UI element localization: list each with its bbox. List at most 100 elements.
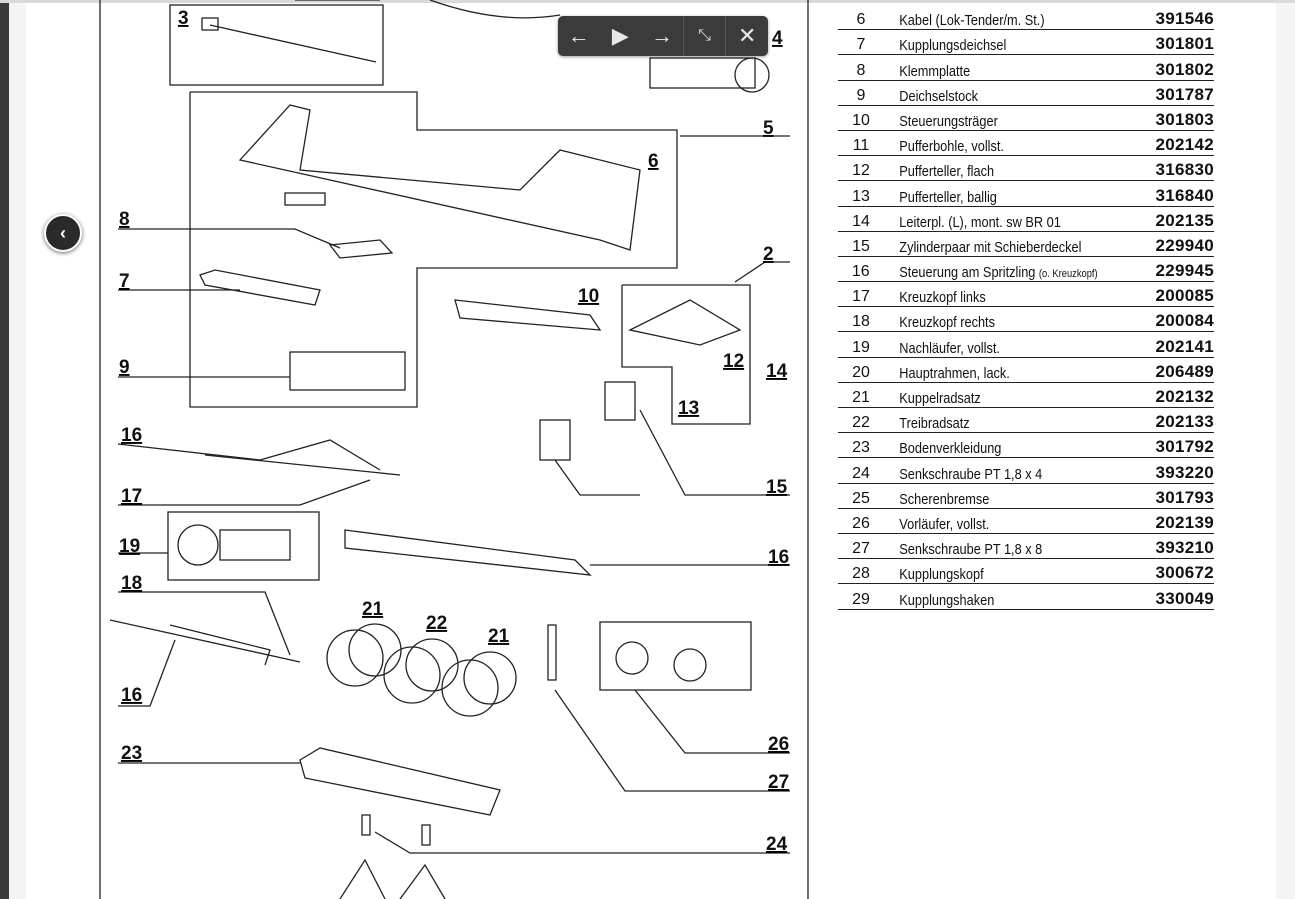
callout-label: 13 (678, 398, 699, 419)
close-icon: ✕ (737, 23, 757, 48)
part-name: Hauptrahmen, lack. (884, 365, 1097, 382)
back-button[interactable]: ‹ (44, 214, 82, 252)
part-name: Kuppelradsatz (884, 390, 1097, 407)
callout-label: 9 (119, 357, 130, 378)
article-number: 301803 (1155, 109, 1214, 129)
part-name: Deichselstock (884, 88, 1097, 105)
part-name-text: Kreuzkopf rechts (899, 314, 995, 332)
part-name: Nachläufer, vollst. (884, 340, 1097, 357)
callout-label: 27 (768, 772, 789, 793)
article-number: 391546 (1155, 9, 1214, 29)
parts-list-row: 18 Kreuzkopf rechts 200084 (838, 307, 1214, 333)
part-name-text: Deichselstock (899, 87, 978, 105)
part-name: Kupplungshaken (884, 592, 1097, 609)
box-part-19 (167, 511, 320, 581)
part-name: Bodenverkleidung (884, 440, 1097, 457)
part-number: 15 (852, 237, 870, 255)
article-number: 316840 (1155, 185, 1214, 205)
part-name-text: Klemmplatte (899, 62, 971, 80)
part-number: 20 (852, 363, 870, 381)
callout-label: 19 (119, 536, 140, 557)
part-number: 11 (852, 137, 870, 155)
part-number: 21 (852, 389, 870, 406)
article-number: 200085 (1155, 286, 1214, 306)
callout-label: 8 (119, 209, 130, 230)
part-number: 19 (852, 338, 870, 356)
part-name-text: Kuppelradsatz (899, 390, 981, 407)
part-name: Zylinderpaar mit Schieberdeckel (884, 239, 1097, 256)
previous-button[interactable]: ← (558, 16, 600, 56)
part-name-text: Pufferteller, ballig (899, 188, 997, 206)
part-name: Senkschraube PT 1,8 x 8 (884, 541, 1097, 558)
part-name: Steuerung am Spritzling (o. Kreuzkopf) (884, 264, 1097, 282)
collapse-icon: ⤡ (698, 27, 711, 44)
document-page (26, 0, 1276, 899)
play-slideshow-button[interactable]: ▶ (600, 16, 642, 56)
article-number: 200084 (1155, 311, 1214, 331)
callout-label: 12 (723, 351, 744, 372)
part-name-text: Kupplungshaken (899, 591, 995, 609)
article-number: 229945 (1155, 261, 1214, 281)
callout-label: 16 (121, 685, 142, 706)
article-number: 202135 (1155, 210, 1214, 230)
part-name-text: Kupplungskopf (899, 566, 984, 584)
box-frame (189, 91, 678, 408)
part-name-text: Hauptrahmen, lack. (899, 364, 1010, 382)
part-name-text: Steuerungsträger (899, 112, 998, 130)
part-name-text: Steuerung am Spritzling (898, 264, 1035, 282)
close-button[interactable]: ✕ (725, 16, 768, 56)
box-part-26 (599, 621, 752, 691)
part-number: 12 (852, 162, 870, 180)
callout-label: 22 (426, 613, 447, 634)
part-name-text: Pufferteller, flach (899, 163, 995, 181)
part-number: 18 (852, 313, 870, 331)
part-name: Leiterpl. (L), mont. sw BR 01 (884, 214, 1097, 231)
part-number: 28 (852, 565, 870, 583)
callout-label: 2 (763, 244, 774, 265)
article-number: 206489 (1155, 361, 1214, 381)
left-edge-bar (0, 0, 9, 899)
exit-fullscreen-button[interactable]: ⤡ (682, 16, 726, 56)
callout-label: 17 (121, 486, 142, 507)
part-name-text: Kreuzkopf links (899, 289, 986, 307)
part-number: 26 (852, 514, 870, 532)
part-number: 7 (856, 36, 866, 54)
part-name: Pufferteller, flach (884, 163, 1097, 180)
part-name: Kupplungskopf (884, 566, 1097, 583)
part-number: 9 (856, 86, 866, 104)
callout-label: 4 (772, 28, 783, 49)
callout-label: 10 (578, 286, 599, 307)
play-icon: ▶ (611, 23, 629, 48)
parts-list-row: 20 Hauptrahmen, lack. 206489 (838, 358, 1214, 383)
part-name-text: Scherenbremse (899, 490, 990, 508)
callout-label: 18 (121, 573, 142, 594)
callout-label: 6 (648, 151, 659, 172)
part-name: Kreuzkopf links (884, 289, 1097, 306)
part-name: Senkschraube PT 1,8 x 4 (884, 466, 1097, 483)
part-number: 23 (852, 439, 870, 457)
next-button[interactable]: → (641, 16, 683, 56)
part-name-text: Zylinderpaar mit Schieberdeckel (899, 238, 1082, 256)
part-name-text: Leiterpl. (L), mont. sw BR 01 (899, 213, 1061, 231)
callout-label: 14 (766, 361, 788, 382)
part-name: Pufferteller, ballig (884, 189, 1097, 206)
part-number: 27 (852, 540, 870, 558)
part-name-text: Senkschraube PT 1,8 x 4 (899, 465, 1043, 483)
arrow-right-icon: → (650, 23, 673, 48)
part-number: 24 (852, 464, 870, 482)
callout-label: 24 (766, 834, 788, 855)
part-number: 14 (852, 212, 870, 230)
part-name: Steuerungsträger (884, 113, 1097, 130)
